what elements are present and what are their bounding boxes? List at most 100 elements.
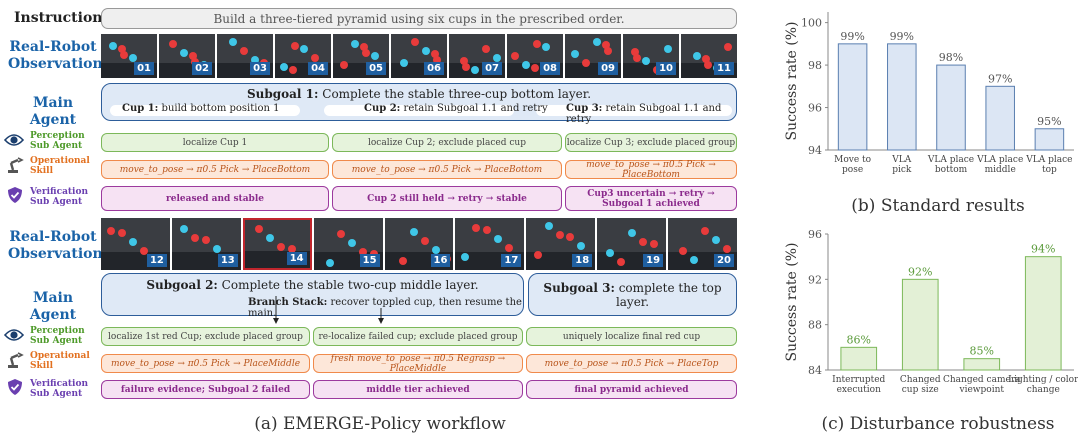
category-label: viewpoint <box>959 385 1005 395</box>
verification-step-3: Cup3 uncertain → retry → Subgoal 1 achie… <box>565 186 737 211</box>
observation-frame: 17 <box>455 218 525 270</box>
instruction-text: Build a three-tiered pyramid using six c… <box>213 11 625 26</box>
y-tick-label: 92 <box>808 273 822 286</box>
observation-frame: 13 <box>171 218 241 270</box>
observation-frame: 20 <box>668 218 737 270</box>
skill-step-4: move_to_pose → π0.5 Pick → PlaceMiddle <box>101 354 310 373</box>
perception-step-5: re-localize failed cup; exclude placed g… <box>313 327 523 346</box>
observation-frame: 10 <box>623 34 679 78</box>
category-label: execution <box>837 385 881 395</box>
branch-arrows <box>273 296 384 324</box>
cup-3-text: Cup 3: retain Subgoal 1.1 and retry <box>566 103 722 125</box>
frame-number: 08 <box>540 62 560 75</box>
bar <box>901 278 939 371</box>
observation-frame: 09 <box>565 34 621 78</box>
verification-step-2: Cup 2 still held → retry → stable <box>332 186 562 211</box>
perception-step-4: localize 1st red Cup; exclude placed gro… <box>101 327 310 346</box>
frame-number: 04 <box>308 62 328 75</box>
category-label: pick <box>892 165 912 175</box>
frame-number: 09 <box>598 62 618 75</box>
main-agent-label-1: Main Agent <box>29 95 77 128</box>
frame-number: 03 <box>250 62 270 75</box>
data-label: 86% <box>847 333 871 346</box>
frame-number: 05 <box>366 62 386 75</box>
observation-frame: 08 <box>507 34 563 78</box>
category-label: Interrupted <box>832 375 885 385</box>
skill-step-3: move_to_pose → π0.5 Pick → PlaceBottom <box>565 160 737 180</box>
data-label: 85% <box>970 345 994 358</box>
category-label: cup size <box>902 385 939 395</box>
frame-number: 15 <box>359 254 380 267</box>
caption-c: (c) Disturbance robustness <box>821 414 1055 434</box>
observation-frame: 07 <box>449 34 505 78</box>
bar <box>887 43 917 151</box>
perception-step-2: localize Cup 2; exclude placed cup <box>332 133 562 152</box>
caption-a: (a) EMERGE-Policy workflow <box>254 414 506 434</box>
cup-1-pill <box>110 105 300 116</box>
perception-step-1: localize Cup 1 <box>101 133 329 152</box>
observation-frame: 15 <box>313 218 383 270</box>
main-agent-label-2: Main Agent <box>29 290 77 323</box>
observation-frame: 06 <box>391 34 447 78</box>
data-label: 92% <box>908 265 932 278</box>
observation-frame: 01 <box>101 34 157 78</box>
category-label: VLA place <box>976 155 1023 165</box>
frame-number: 13 <box>217 254 238 267</box>
observation-frame: 16 <box>384 218 454 270</box>
subgoal-3-box: Subgoal 3: complete the top layer. <box>528 273 737 316</box>
perception-step-3: localize Cup 3; exclude placed group <box>565 133 737 152</box>
subgoal-1-title: Subgoal 1: Complete the stable three-cup… <box>246 87 592 101</box>
cup-2-text: Cup 2: retain Subgoal 1.1 and retry <box>364 103 548 114</box>
y-tick-label: 94 <box>808 144 822 157</box>
observation-frame: 12 <box>101 218 170 270</box>
eye-icon <box>4 134 24 146</box>
frame-number: 10 <box>656 62 676 75</box>
frame-number: 07 <box>482 62 502 75</box>
y-tick-label: 98 <box>808 59 822 72</box>
data-label: 95% <box>1037 115 1061 128</box>
y-tick-label: 100 <box>801 17 822 30</box>
bar <box>1034 128 1065 151</box>
y-axis-label: Success rate (%) <box>784 242 800 361</box>
y-tick-label: 84 <box>808 364 822 377</box>
frame-number: 14 <box>286 252 307 265</box>
robot-arm-icon <box>8 157 24 173</box>
data-label: 99% <box>890 30 914 43</box>
skill-step-1: move_to_pose → π0.5 Pick → PlaceBottom <box>101 160 329 179</box>
frame-number: 01 <box>134 62 154 75</box>
category-label: Changed <box>900 375 941 385</box>
y-axis-label: Success rate (%) <box>784 21 800 140</box>
category-label: VLA place <box>927 155 974 165</box>
category-label: bottom <box>935 165 968 175</box>
verification-step-5: middle tier achieved <box>313 380 523 399</box>
frame-number: 20 <box>714 254 734 267</box>
data-label: 99% <box>840 30 864 43</box>
shield-check-icon <box>8 187 22 203</box>
category-label: top <box>1042 165 1057 175</box>
category-label: change <box>1027 385 1060 395</box>
bar <box>1024 256 1062 371</box>
skill-step-2: move_to_pose → π0.5 Pick → PlaceBottom <box>332 160 562 179</box>
data-label: 97% <box>988 72 1012 85</box>
observation-frame: 19 <box>597 218 667 270</box>
cup-1-text: Cup 1: build bottom position 1 <box>122 103 280 114</box>
subgoal-1-box: Subgoal 1: Complete the stable three-cup… <box>101 83 737 125</box>
frame-number: 16 <box>430 254 451 267</box>
observation-frame: 02 <box>159 34 215 78</box>
subgoal-2-box: Subgoal 2: Complete the stable two-cup m… <box>101 273 524 319</box>
instruction-box: Build a three-tiered pyramid using six c… <box>101 8 737 29</box>
bar <box>840 346 878 371</box>
y-tick-label: 96 <box>808 228 822 241</box>
y-tick-label: 88 <box>808 319 822 332</box>
category-label: VLA place <box>1025 155 1072 165</box>
verification-step-1: released and stable <box>101 186 329 211</box>
